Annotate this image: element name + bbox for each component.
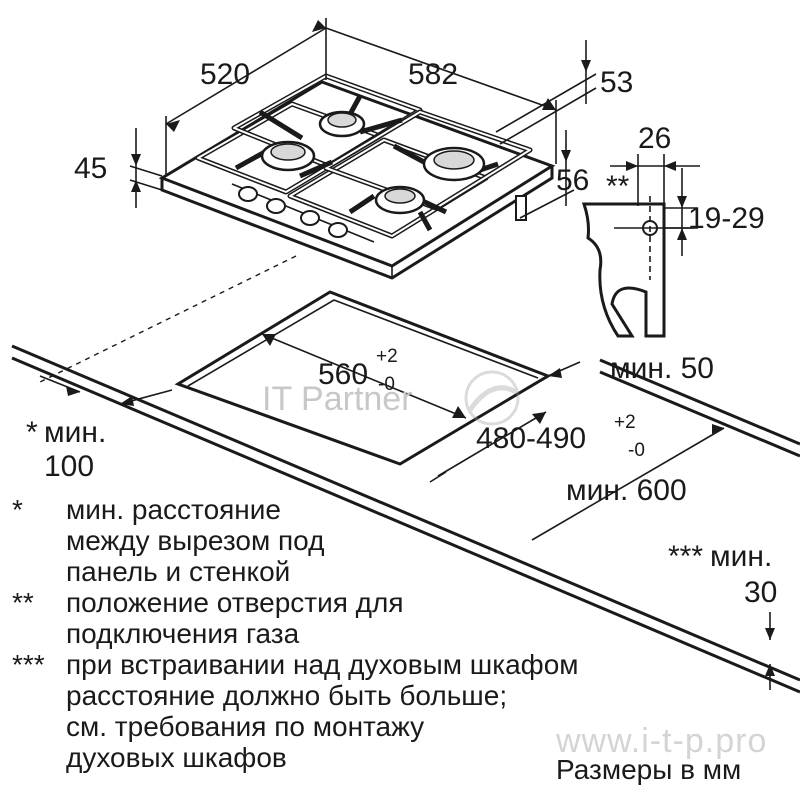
burners [260, 110, 486, 215]
watermark-url: www.i-t-p.pro [556, 722, 768, 760]
projection-line [39, 255, 297, 383]
cutout-inner-edge [187, 299, 539, 387]
footnote-text: положение отверстия для подключения газа [66, 587, 404, 649]
footnotes: * мин. расстояние между вырезом под пане… [12, 494, 692, 773]
dim-min-front-label: мин. [44, 416, 106, 449]
dim-cutout-depth-tol-minus: -0 [628, 440, 645, 461]
footnote-text: при встраивании над духовым шкафом расст… [66, 649, 579, 773]
dim-height: 45 [74, 152, 107, 185]
dim-cutout-depth: 480-490 [476, 422, 586, 455]
dim-side-height: 56 [556, 164, 589, 197]
dim-cutout-width-tol-plus: +2 [376, 346, 398, 367]
dim-width: 520 [200, 58, 250, 91]
watermark-logo-icon [464, 370, 520, 426]
dim-depth: 582 [408, 58, 458, 91]
knob-icon [238, 186, 258, 202]
gas-connection-detail [581, 196, 694, 338]
dim-cutout-width-tol-minus: -0 [378, 374, 395, 395]
dim-min-front-value: 100 [44, 450, 94, 483]
dim-cutout-depth-tol-plus: +2 [614, 412, 636, 433]
worktop [11, 344, 800, 694]
hob [158, 73, 556, 280]
watermark-text: IT Partner [262, 380, 413, 418]
dim-min-depth: мин. 600 [566, 474, 687, 507]
worktop-back-edge-top [599, 358, 800, 446]
dim-cutout-width: 560 [318, 358, 368, 391]
gas-connector-icon [515, 195, 527, 221]
dim-side-depth: 53 [600, 66, 633, 99]
footnote: *** при встраивании над духовым шкафом р… [12, 649, 692, 773]
dimension-lines [39, 18, 771, 690]
worktop-front-edge-bottom [11, 356, 800, 694]
knob-icon [266, 198, 286, 214]
footnote-mark: ** [12, 587, 34, 618]
dim-min-front-mark: * [26, 416, 38, 449]
knob-icon [328, 222, 348, 238]
dim-gas-offset: 26 [638, 122, 671, 155]
footnote: * мин. расстояние между вырезом под пане… [12, 494, 692, 587]
dim-gas-height: 19-29 [688, 202, 765, 235]
dim-min-back: мин. 50 [610, 352, 714, 385]
hob-profile [581, 202, 666, 338]
footnote-mark: * [12, 494, 23, 525]
dim-min-oven-label: мин. [710, 540, 772, 573]
arrowheads [66, 20, 775, 676]
footnote-mark: *** [12, 649, 45, 680]
control-knobs [238, 186, 348, 238]
knob-icon [300, 210, 320, 226]
footnote-text: мин. расстояние между вырезом под панель… [66, 494, 325, 587]
worktop-front-edge-top [11, 344, 800, 682]
footnote: ** положение отверстия для подключения г… [12, 587, 692, 649]
worktop-back-edge-bottom [599, 370, 800, 458]
units-label: Размеры в мм [556, 754, 742, 785]
dim-min-oven-value: 30 [744, 576, 777, 609]
dim-min-oven-mark: *** [668, 540, 703, 573]
dim-gas-mark: ** [606, 170, 630, 203]
